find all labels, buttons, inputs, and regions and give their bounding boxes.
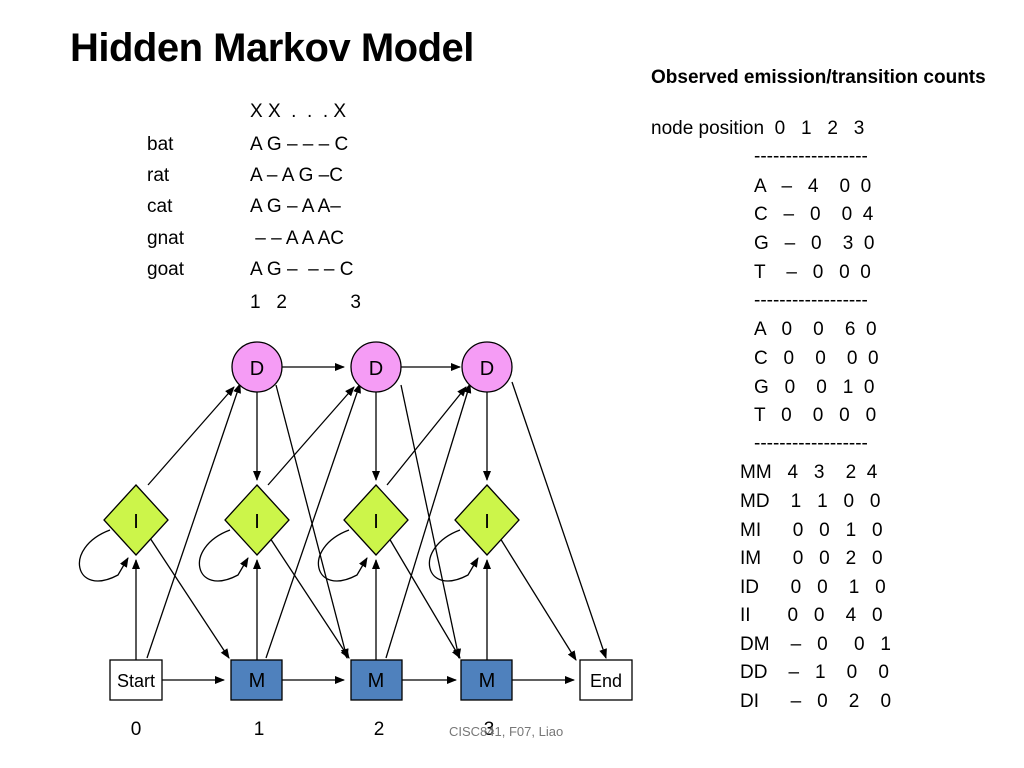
insert-emission-row: C 0 0 0 0 — [754, 348, 879, 369]
delete-label: D — [250, 358, 264, 380]
match-state: M — [460, 659, 513, 701]
delete-state: D — [461, 341, 513, 393]
match-emission-row: C – 0 0 4 — [754, 204, 874, 225]
match-state-shape — [350, 659, 403, 701]
match-state-shape — [460, 659, 513, 701]
edge-d2-m3 — [400, 384, 462, 659]
match-label: M — [368, 670, 385, 692]
separator: ------------------ — [754, 290, 868, 311]
match-emission-row: A – 4 0 0 — [754, 176, 872, 197]
sequence-alignment: A G – – – C — [250, 259, 354, 280]
transition-row: II 0 0 4 0 — [740, 605, 883, 626]
edge-i3-end — [499, 537, 577, 661]
insert-state: I — [103, 484, 169, 556]
insert-state-shape — [343, 484, 409, 556]
insert-label: I — [254, 511, 260, 533]
match-state: M — [230, 659, 283, 701]
sequence-name: rat — [147, 165, 170, 186]
delete-state: D — [350, 341, 402, 393]
transition-row: IM 0 0 2 0 — [740, 548, 883, 569]
edge-i2-d3 — [386, 386, 467, 486]
delete-label: D — [480, 358, 494, 380]
match-emission-row: G – 0 3 0 — [754, 233, 875, 254]
match-label: M — [249, 670, 266, 692]
end-state: End — [579, 659, 633, 701]
node-number: 3 — [484, 719, 495, 740]
edge-start-d1 — [146, 383, 241, 659]
edge-i0-m1 — [149, 537, 230, 659]
insert-emission-row: A 0 0 6 0 — [754, 319, 877, 340]
insert-state-shape — [103, 484, 169, 556]
insert-state: I — [224, 484, 290, 556]
edge-d1-m2 — [275, 384, 349, 659]
separator: ------------------ — [754, 433, 868, 454]
end-label: End — [590, 671, 622, 691]
alignment-header: X X . . . X — [250, 101, 347, 122]
match-emission-row: T – 0 0 0 — [754, 262, 871, 283]
insert-state-shape — [454, 484, 520, 556]
edge-m1-d2 — [265, 383, 361, 659]
slide-footer: CISC841, F07, Liao — [449, 724, 564, 739]
match-state-shape — [230, 659, 283, 701]
edge-i1-m2 — [269, 537, 350, 659]
sequence-alignment: – – A A AC — [250, 228, 345, 249]
node-number: 1 — [254, 719, 265, 740]
start-state: Start — [109, 659, 163, 701]
match-label: M — [479, 670, 496, 692]
delete-state: D — [231, 341, 283, 393]
transition-row: ID 0 0 1 0 — [740, 577, 886, 598]
edge-d3-end — [511, 381, 607, 659]
start-label: Start — [117, 671, 155, 691]
sequence-name: goat — [147, 259, 184, 280]
edge-i2-m3 — [388, 537, 461, 659]
transition-edges — [78, 363, 607, 684]
edge-i0-self — [78, 529, 129, 582]
insert-state-shape — [224, 484, 290, 556]
insert-emission-row: G 0 0 1 0 — [754, 377, 875, 398]
insert-label: I — [133, 511, 139, 533]
transition-row: DM – 0 0 1 — [740, 634, 891, 655]
sequence-name: cat — [147, 196, 173, 217]
delete-state-shape — [461, 341, 513, 393]
insert-label: I — [484, 511, 490, 533]
match-state: M — [350, 659, 403, 701]
edge-m2-d3 — [385, 383, 472, 659]
end-state-shape — [579, 659, 633, 701]
start-state-shape — [109, 659, 163, 701]
edge-i0-d1 — [147, 386, 235, 486]
edge-i1-d2 — [267, 386, 355, 486]
transition-row: MD 1 1 0 0 — [740, 491, 881, 512]
insert-emission-row: T 0 0 0 0 — [754, 405, 877, 426]
transition-row: DI – 0 2 0 — [740, 691, 892, 712]
delete-state-shape — [231, 341, 283, 393]
transition-row: DD – 1 0 0 — [740, 662, 889, 683]
counts-heading: Observed emission/transition counts — [651, 67, 986, 88]
alignment-positions: 1 2 3 — [250, 292, 361, 313]
delete-state-shape — [350, 341, 402, 393]
sequence-name: gnat — [147, 228, 184, 249]
node-number: 2 — [374, 719, 385, 740]
separator: ------------------ — [754, 146, 868, 167]
sequence-alignment: A G – – – C — [250, 134, 349, 155]
insert-state: I — [454, 484, 520, 556]
slide-title: Hidden Markov Model — [70, 26, 474, 70]
edge-i1-self — [198, 529, 249, 582]
insert-state: I — [343, 484, 409, 556]
insert-label: I — [373, 511, 379, 533]
sequence-name: bat — [147, 134, 174, 155]
transition-row: MI 0 0 1 0 — [740, 520, 883, 541]
transition-row: MM 4 3 2 4 — [740, 462, 878, 483]
edge-i3-self — [428, 529, 479, 582]
sequence-alignment: A – A G –C — [250, 165, 343, 186]
sequence-alignment: A G – A A– — [250, 196, 341, 217]
edge-i2-self — [317, 529, 368, 582]
node-number: 0 — [131, 719, 142, 740]
counts-header: node position 0 1 2 3 — [651, 118, 865, 139]
delete-label: D — [369, 358, 383, 380]
